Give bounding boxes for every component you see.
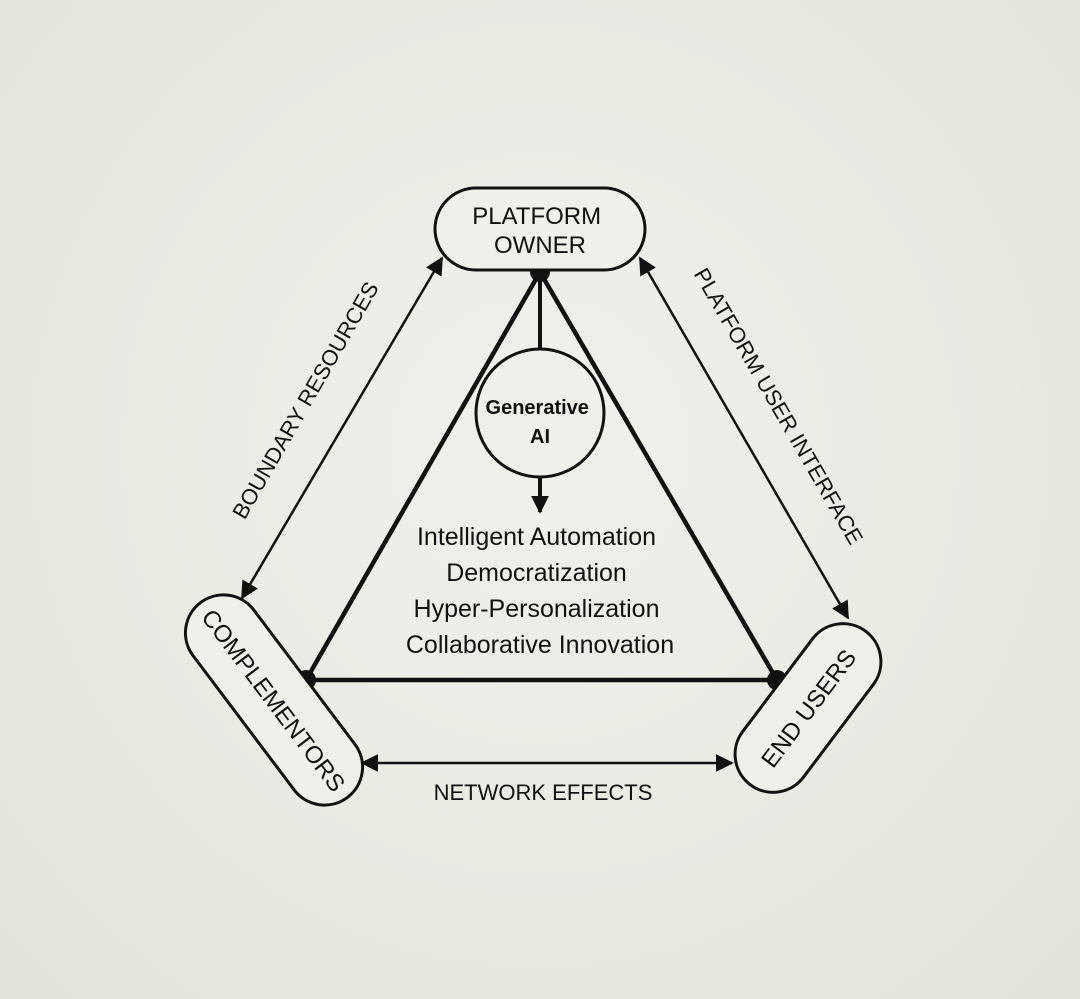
complementors-node: COMPLEMENTORS <box>183 593 365 807</box>
platform-user-interface-label: PLATFORM USER INTERFACE <box>689 264 868 549</box>
outcome-item: Intelligent Automation <box>417 523 656 551</box>
platform-owner-label-line1: PLATFORM <box>472 203 601 230</box>
generative-ai-label-line1: Generative <box>486 397 589 419</box>
platform-user-interface-arrow <box>638 256 850 620</box>
platform-owner-node: PLATFORM OWNER <box>433 186 647 272</box>
platform-owner-pill <box>433 186 647 272</box>
boundary-resources-label: BOUNDARY RESOURCES <box>227 277 383 523</box>
outcome-item: Hyper-Personalization <box>414 595 660 623</box>
outcome-item: Democratization <box>446 559 627 587</box>
platform-owner-label: PLATFORM OWNER <box>472 203 608 259</box>
generative-ai-label: Generative AI <box>486 397 595 448</box>
outcome-item: Collaborative Innovation <box>406 631 674 659</box>
platform-owner-label-line2: OWNER <box>494 232 586 259</box>
end-users-node: END USERS <box>733 622 883 794</box>
outcomes-list: Intelligent Automation Democratization H… <box>406 523 674 659</box>
generative-ai-label-line2: AI <box>530 426 550 448</box>
generative-ai-node: Generative AI <box>474 347 606 479</box>
complementors-pill <box>183 593 365 807</box>
network-effects-label: NETWORK EFFECTS <box>434 780 653 805</box>
end-users-pill <box>733 622 883 794</box>
boundary-resources-arrow <box>240 256 444 600</box>
